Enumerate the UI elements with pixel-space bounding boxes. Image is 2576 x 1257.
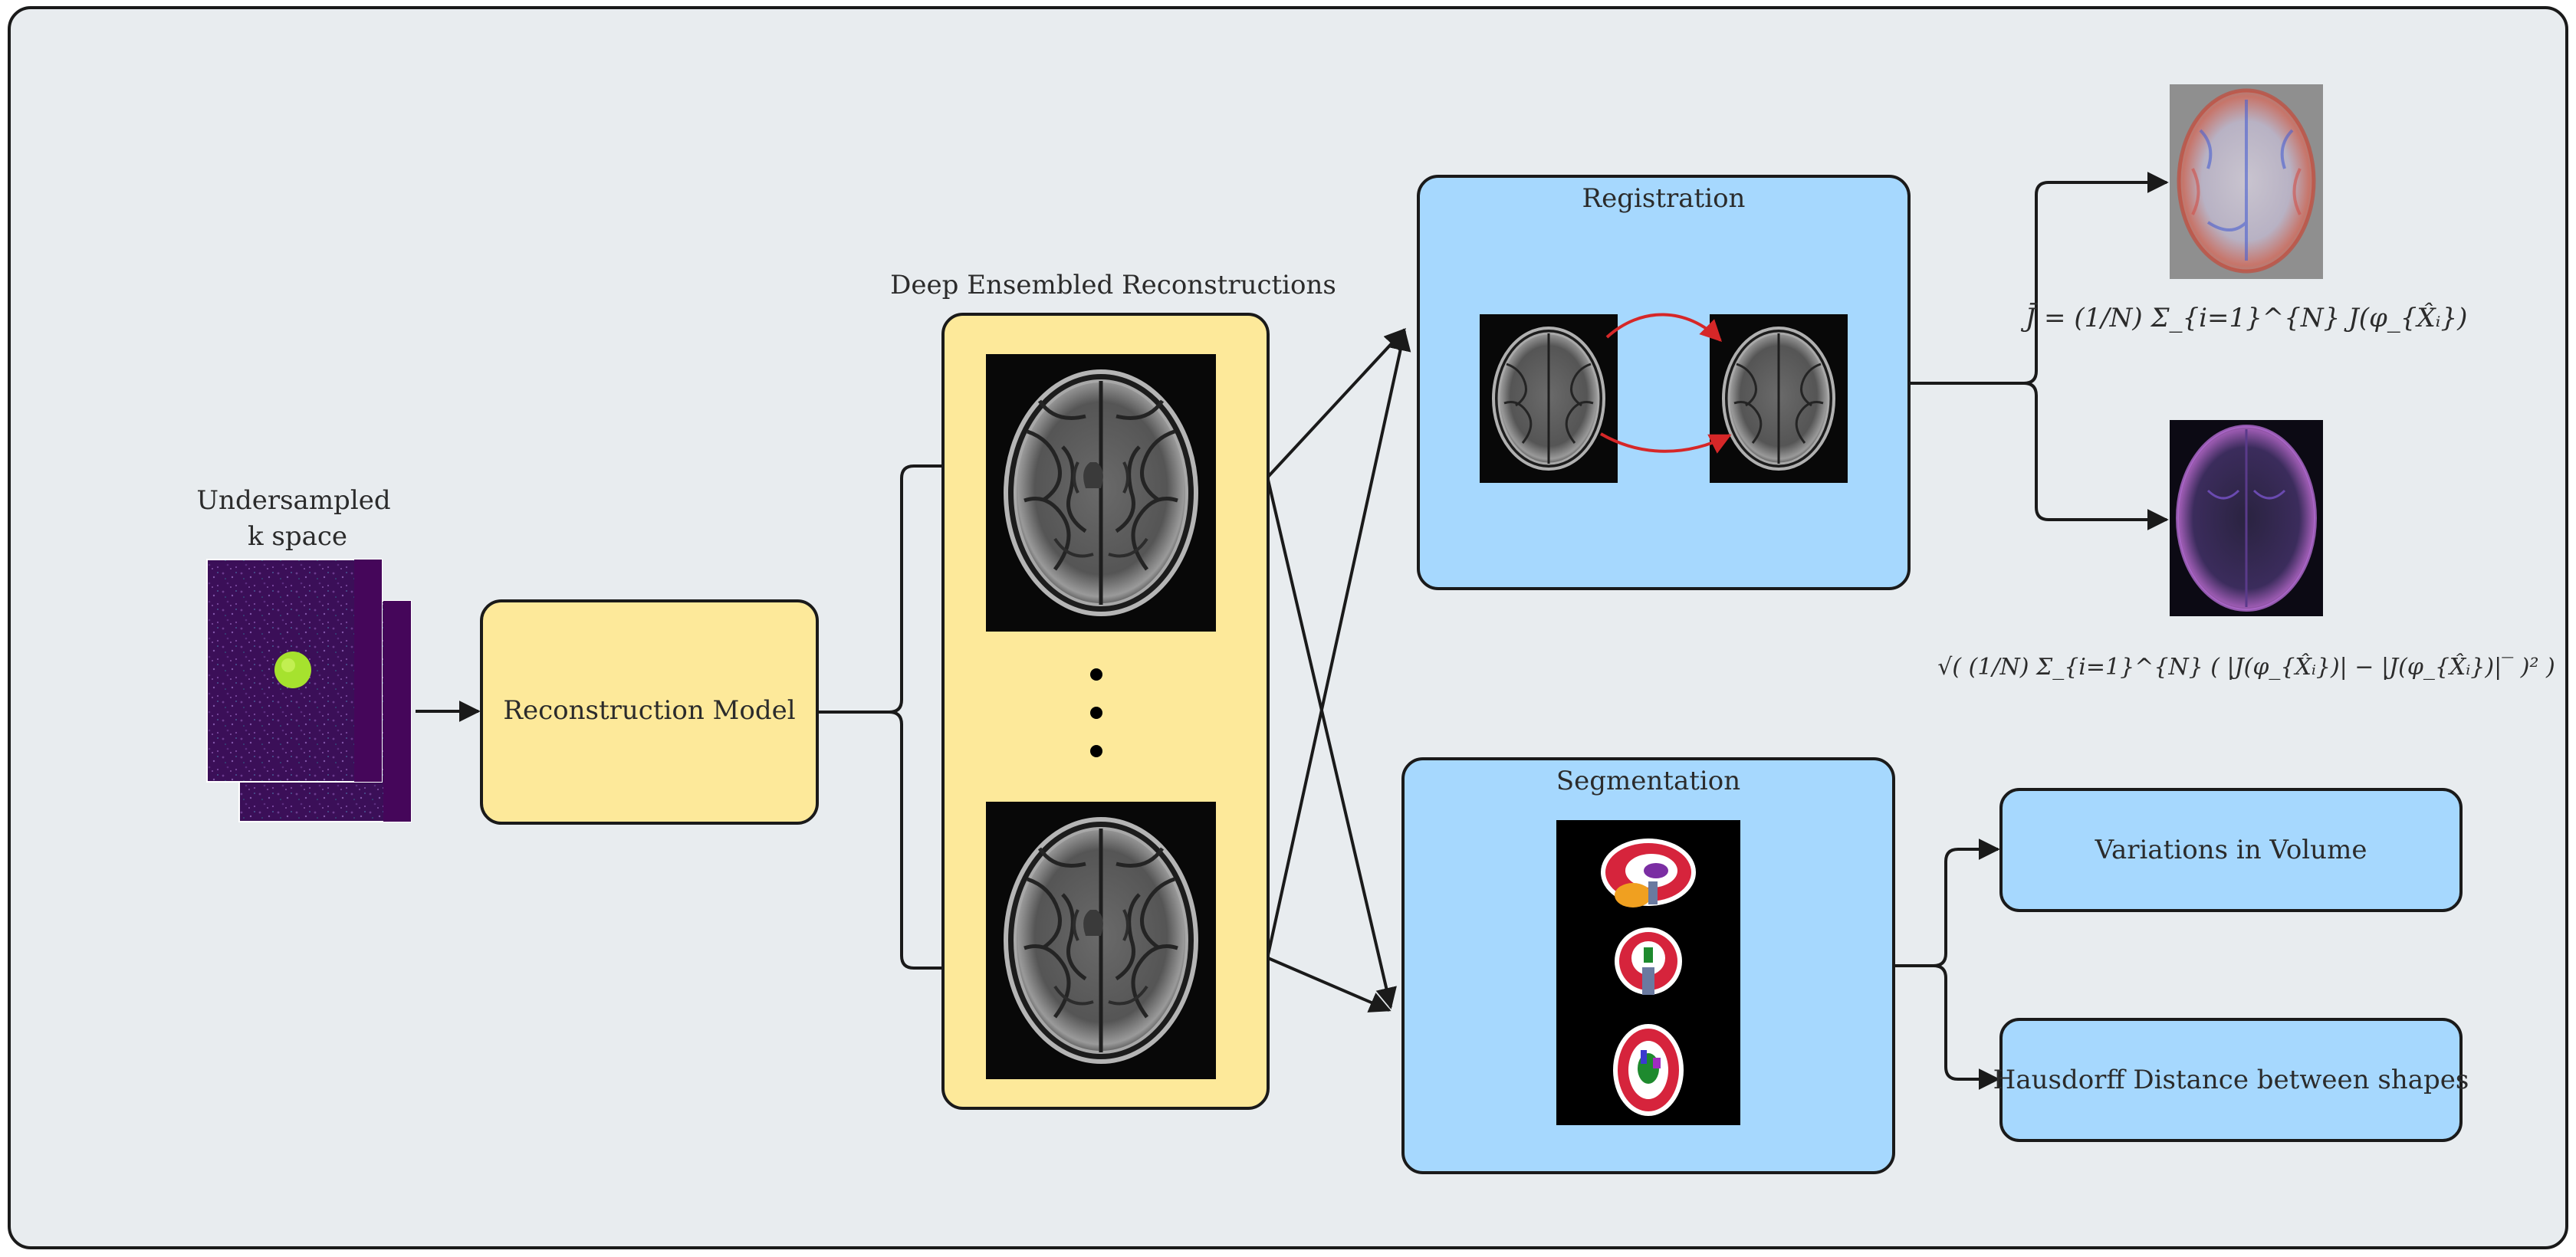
hausdorff-label: Hausdorff Distance between shapes — [1993, 1065, 2469, 1095]
kspace-label-line2: k space — [248, 521, 347, 552]
segmentation-box: Segmentation — [1401, 757, 1895, 1174]
kspace-label-line1: Undersampled — [196, 485, 390, 516]
volume-variation-label: Variations in Volume — [2095, 835, 2367, 865]
registration-box: Registration — [1417, 175, 1911, 590]
arrow-registration-to-std-jacobian — [2023, 382, 2169, 530]
std-jacobian-map — [2170, 420, 2323, 616]
kspace-back-edge — [383, 601, 411, 822]
std-jacobian-formula: √( (1/N) Σ_{i=1}^{N} ( |J(φ_{X̂ᵢ})| − |J… — [1937, 654, 2555, 681]
segmentation-label: Segmentation — [1556, 766, 1740, 796]
reconstruction-model-label: Reconstruction Model — [503, 695, 795, 726]
mean-jacobian-map — [2170, 84, 2323, 279]
reconstruction-model-box: Reconstruction Model — [480, 599, 819, 825]
arrow-recon-to-bottom-reconstruction — [889, 711, 985, 979]
volume-variation-box: Variations in Volume — [1999, 788, 2463, 912]
ellipsis-dot-3 — [1090, 745, 1102, 757]
reconstruction-brain-bottom — [1006, 819, 1196, 1062]
registration-warp-arrow-bottom — [1600, 432, 1732, 454]
segmentation-axial — [1613, 1024, 1684, 1116]
background-panel — [8, 6, 2568, 1249]
ellipsis-dot-2 — [1090, 707, 1102, 719]
registration-moving-brain — [1492, 327, 1605, 471]
ensemble-label: Deep Ensembled Reconstructions — [890, 270, 1336, 300]
ellipsis-dot-1 — [1090, 668, 1102, 681]
kspace-center-highlight — [281, 658, 295, 672]
ensemble-box: Deep Ensembled Reconstructions — [890, 270, 1336, 1110]
arrow-top-to-segmentation — [1267, 479, 1397, 1009]
kspace-front-edge — [354, 560, 382, 782]
registration-warp-arrow-top — [1605, 313, 1722, 342]
arrow-bottom-to-segmentation — [1267, 957, 1392, 1012]
arrow-top-to-registration — [1267, 327, 1406, 478]
arrow-bottom-to-registration — [1267, 329, 1411, 956]
registration-fixed-brain — [1722, 327, 1835, 471]
segmentation-coronal — [1615, 927, 1682, 995]
mean-jacobian-formula: J̄ = (1/N) Σ_{i=1}^{N} J(φ_{X̂ᵢ}) — [2021, 302, 2468, 333]
arrow-segmentation-to-hausdorff — [1933, 964, 2000, 1090]
registration-label: Registration — [1582, 183, 1746, 214]
reconstruction-brain-top — [1006, 372, 1196, 614]
segmentation-sagittal — [1601, 839, 1696, 907]
kspace-group: Undersampled k space — [196, 485, 412, 822]
hausdorff-box: Hausdorff Distance between shapes — [1993, 1018, 2469, 1142]
